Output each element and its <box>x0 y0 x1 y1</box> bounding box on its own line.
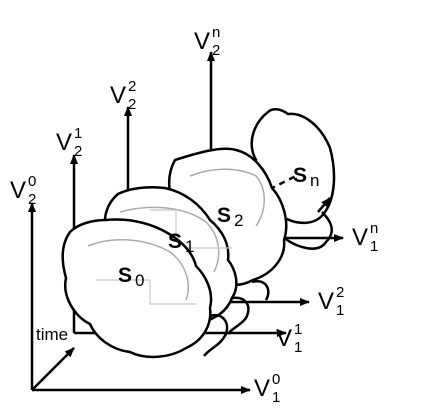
label-state-2-idx: 2 <box>234 211 243 230</box>
label-state-2: S 2 <box>217 204 243 230</box>
state-0-blob <box>61 218 213 359</box>
label-state-n: S n <box>293 164 319 190</box>
axis-frame-0 <box>28 202 251 394</box>
label-state-1: S 1 <box>168 230 194 256</box>
svg-text:V: V <box>56 129 72 156</box>
ghost-contour-d <box>87 239 190 301</box>
time-label: time <box>36 325 68 344</box>
connector-wave-b <box>226 296 250 335</box>
label-state-n-idx: n <box>310 171 319 190</box>
svg-text:S: S <box>217 204 231 227</box>
svg-text:V: V <box>254 375 270 402</box>
label-v1-1-sub: 1 <box>294 339 302 356</box>
label-v2-1-sup: 1 <box>74 125 82 142</box>
label-v1-2-sub: 1 <box>336 302 344 319</box>
label-vertical-axis-2: V 2 2 <box>110 78 136 113</box>
label-v2-2-sub: 2 <box>128 96 136 113</box>
ghost-contour-c <box>150 209 232 249</box>
label-horizontal-axis-n: V n 1 <box>352 220 378 255</box>
label-v2-n-sup: n <box>212 24 220 41</box>
ghost-contour-a <box>189 168 265 227</box>
label-v2-n-sub: 2 <box>212 42 220 59</box>
label-v2-1-sub: 2 <box>74 143 82 160</box>
svg-text:S: S <box>118 264 132 287</box>
label-v1-2-sup: 2 <box>336 284 344 301</box>
label-v1-n-sup: n <box>370 220 378 237</box>
label-v1-1-sup: 1 <box>294 321 302 338</box>
label-state-1-idx: 1 <box>185 237 194 256</box>
label-v1-0-sup: 0 <box>272 371 280 388</box>
svg-text:S: S <box>168 230 182 253</box>
svg-text:V: V <box>194 28 210 55</box>
label-state-0-idx: 0 <box>135 271 144 290</box>
label-v2-0-sub: 2 <box>28 191 36 208</box>
connector-arrow-up <box>317 197 331 213</box>
time-axis <box>31 347 75 391</box>
connector-curve-right <box>283 211 334 250</box>
svg-text:V: V <box>318 288 334 315</box>
svg-text:V: V <box>276 325 292 352</box>
svg-text:V: V <box>352 224 368 251</box>
connector-wave-a <box>203 313 229 357</box>
label-state-0: S 0 <box>118 264 144 290</box>
label-v2-0-sup: 0 <box>28 173 36 190</box>
label-horizontal-axis-2: V 2 1 <box>318 284 344 319</box>
label-vertical-axis-1: V 1 2 <box>56 125 82 160</box>
svg-text:V: V <box>110 82 126 109</box>
connector-wave-c <box>251 279 270 301</box>
svg-text:S: S <box>293 164 307 187</box>
label-vertical-axis-n: V n 2 <box>194 24 220 59</box>
label-v1-0-sub: 1 <box>272 389 280 406</box>
svg-text:V: V <box>10 177 26 204</box>
ghost-contour-e <box>96 279 196 305</box>
label-vertical-axis-0: V 0 2 <box>10 173 36 208</box>
ghost-contour-b <box>119 206 220 273</box>
label-horizontal-axis-1: V 1 1 <box>276 321 302 356</box>
label-v1-n-sub: 1 <box>370 238 378 255</box>
label-v2-2-sup: 2 <box>128 78 136 95</box>
label-horizontal-axis-0: V 0 1 <box>254 371 280 406</box>
